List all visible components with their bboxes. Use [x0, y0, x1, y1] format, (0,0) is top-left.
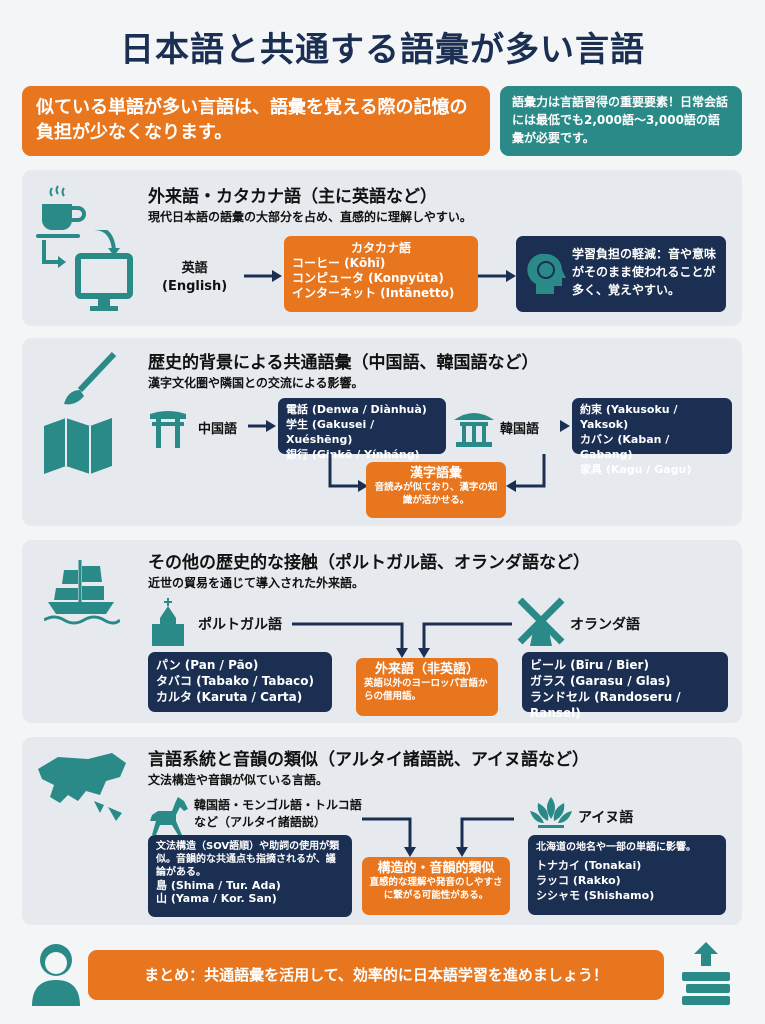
- example: インターネット (Intānetto): [292, 286, 455, 300]
- arrow-icon: [560, 420, 570, 432]
- pavilion-icon: [454, 413, 494, 447]
- non-english-loanword-box: 外来語（非英語） 英語以外のヨーロッパ言語からの借用語。: [356, 658, 498, 716]
- ship-icon: [44, 560, 120, 625]
- source-altaic: 韓国語・モンゴル語・トルコ語 など（アルタイ諸語説）: [194, 798, 362, 829]
- example: 家具 (Kagu / Gagu): [580, 463, 692, 476]
- portuguese-examples: パン (Pan / Pão) タバコ (Tabako / Tabaco) カルタ…: [148, 652, 332, 712]
- katakana-box: カタカナ語 コーヒー (Kōhī) コンピュータ (Konpyūta) インター…: [284, 236, 478, 312]
- example: 学生 (Gakusei / Xuéshēng): [286, 418, 375, 446]
- example: ランドセル (Randoseru / Ransel): [530, 690, 681, 720]
- section-subtitle: 漢字文化圏や隣国との交流による影響。: [148, 376, 364, 390]
- example: 山 (Yama / Kor. San): [156, 892, 277, 905]
- box-text: 音読みが似ており、漢字の知識が活かせる。: [374, 482, 498, 506]
- gate-icon: [150, 411, 186, 448]
- section-subtitle: 近世の貿易を通じて導入された外来語。: [148, 576, 365, 590]
- kanji-vocab-box: 漢字語彙 音読みが似ており、漢字の知識が活かせる。: [366, 462, 506, 518]
- box-text: 直感的な理解や発音のしやすさに繋がる可能性がある。: [369, 877, 503, 901]
- section-title: 外来語・カタカナ語（主に英語など）: [148, 187, 437, 207]
- person-icon: [32, 944, 80, 1006]
- section-language-family: 言語系統と音韻の類似（アルタイ諸語説、アイヌ語など） 文法構造や音韻が似ている言…: [22, 737, 742, 925]
- example: 電話 (Denwa / Diànhuà): [286, 403, 427, 416]
- intro-left: 似ている単語が多い言語は、語彙を覚える際の記憶の負担が少なくなります。: [22, 86, 490, 156]
- church-icon: [152, 598, 184, 646]
- section-loanwords: 外来語・カタカナ語（主に英語など） 現代日本語の語彙の大部分を占め、直感的に理解…: [22, 170, 742, 326]
- horse-icon: [150, 797, 188, 835]
- box-text: 北海道の地名や一部の単語に影響。: [536, 842, 696, 853]
- structural-similarity-box: 構造的・音韻的類似 直感的な理解や発音のしやすさに繋がる可能性がある。: [362, 857, 510, 915]
- lotus-icon: [530, 797, 572, 828]
- windmill-icon: [517, 597, 565, 646]
- arrow-icon: [248, 420, 276, 432]
- source-portuguese: ポルトガル語: [198, 617, 282, 633]
- example: タバコ (Tabako / Tabaco): [156, 674, 314, 688]
- ainu-info-box: 北海道の地名や一部の単語に影響。 トナカイ (Tonakai) ラッコ (Rak…: [528, 835, 726, 915]
- asia-map-icon: [38, 753, 126, 821]
- example: トナカイ (Tonakai): [536, 859, 642, 872]
- example: ビール (Bīru / Bier): [530, 658, 649, 672]
- example: ガラス (Garasu / Glas): [530, 674, 671, 688]
- page-title: 日本語と共通する語彙が多い言語: [120, 30, 645, 70]
- example: シシャモ (Shishamo): [536, 889, 655, 902]
- box-text: 文法構造（SOV語順）や助詞の使用が類似。音韻的な共通点も指摘されるが、議論があ…: [156, 841, 340, 878]
- section-subtitle: 現代日本語の語彙の大部分を占め、直感的に理解しやすい。: [148, 210, 472, 224]
- connector-arrows: [292, 622, 512, 658]
- section-other-contact: その他の歴史的な接触（ポルトガル語、オランダ語など） 近世の貿易を通じて導入され…: [22, 540, 742, 723]
- map-icon: [44, 418, 112, 474]
- example: コーヒー (Kōhī): [292, 256, 386, 270]
- box-title: 外来語（非英語）: [374, 662, 479, 677]
- box-title: 構造的・音韻的類似: [377, 861, 495, 876]
- box-title: カタカナ語: [350, 241, 411, 255]
- monitor-icon: [42, 230, 133, 311]
- section-subtitle: 文法構造や音韻が似ている言語。: [148, 773, 329, 787]
- dutch-examples: ビール (Bīru / Bier) ガラス (Garasu / Glas) ラン…: [522, 652, 728, 720]
- source-english: 英語 (English): [162, 261, 228, 294]
- section-title: 歴史的背景による共通語彙（中国語、韓国語など）: [148, 353, 539, 373]
- section-title: 言語系統と音韻の類似（アルタイ諸語説、アイヌ語など）: [148, 750, 589, 770]
- example: カルタ (Karuta / Carta): [156, 690, 303, 704]
- box-text: 英語以外のヨーロッパ言語からの借用語。: [364, 678, 488, 702]
- source-ainu: アイヌ語: [578, 810, 634, 826]
- connector-arrows: [362, 817, 514, 857]
- section-historical: 歴史的背景による共通語彙（中国語、韓国語など） 漢字文化圏や隣国との交流による影…: [22, 338, 742, 526]
- coffee-cup-icon: [36, 185, 86, 238]
- source-dutch: オランダ語: [570, 617, 640, 633]
- example: コンピュータ (Konpyūta): [292, 271, 444, 285]
- intro-right: 語彙力は言語習得の重要要素！日常会話には最低でも2,000語〜3,000語の語彙…: [500, 86, 742, 156]
- source-chinese: 中国語: [198, 422, 238, 437]
- example: ラッコ (Rakko): [536, 874, 621, 887]
- brush-icon: [64, 351, 117, 405]
- brain-head-icon: [527, 253, 566, 294]
- arrow-icon: [478, 270, 516, 282]
- summary-banner: まとめ：共通語彙を活用して、効率的に日本語学習を進めましょう！: [88, 950, 664, 1000]
- connector-arrows: [328, 454, 546, 492]
- result-box: 学習負担の軽減：音や意味がそのまま使われることが多く、覚えやすい。: [516, 236, 726, 312]
- section-title: その他の歴史的な接触（ポルトガル語、オランダ語など）: [148, 553, 590, 573]
- example: 銀行 (Ginkō / Yínháng): [286, 448, 420, 461]
- arrow-icon: [244, 270, 282, 282]
- example: カバン (Kaban / Gabang): [580, 433, 670, 461]
- example: パン (Pan / Pão): [156, 658, 259, 672]
- source-korean: 韓国語: [500, 422, 540, 437]
- example: 約束 (Yakusoku / Yaksok): [580, 403, 678, 431]
- chinese-examples: 電話 (Denwa / Diànhuà) 学生 (Gakusei / Xuésh…: [278, 398, 446, 461]
- altaic-info-box: 文法構造（SOV語順）や助詞の使用が類似。音韻的な共通点も指摘されるが、議論があ…: [148, 835, 352, 917]
- books-growth-icon: [682, 942, 730, 1005]
- example: 島 (Shima / Tur. Ada): [156, 879, 281, 892]
- korean-examples: 約束 (Yakusoku / Yaksok) カバン (Kaban / Gaba…: [572, 398, 732, 476]
- box-title: 漢字語彙: [409, 466, 462, 481]
